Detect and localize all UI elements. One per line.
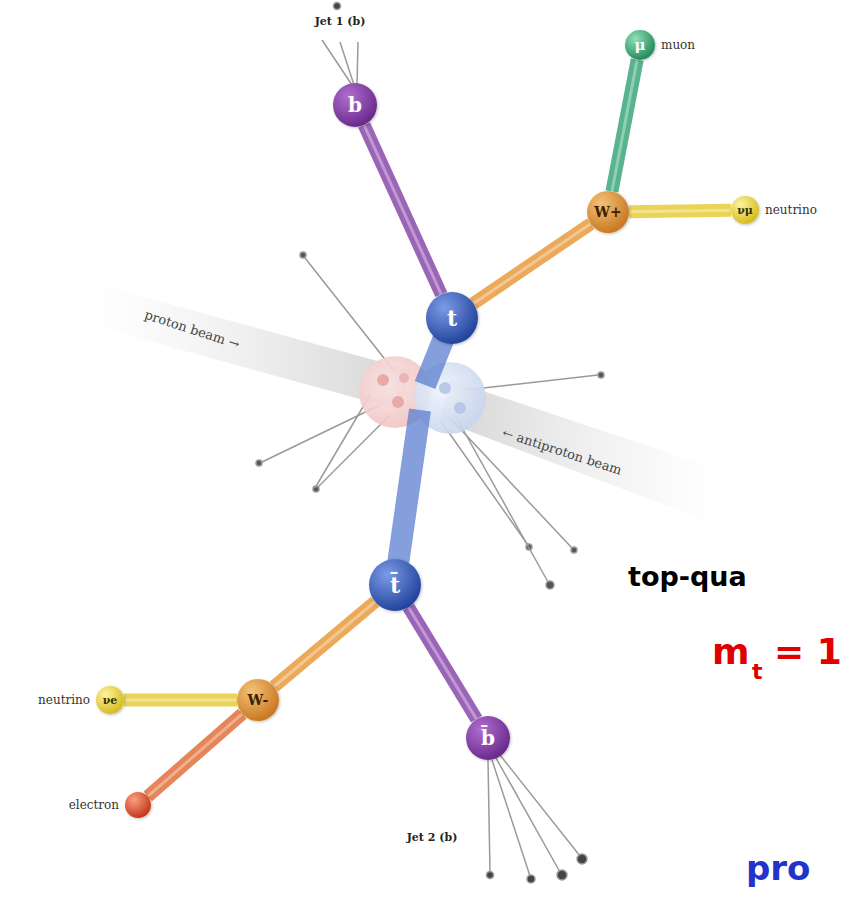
w-minus-boson: W- (237, 679, 279, 721)
particle-name: muon (661, 38, 695, 52)
particle-symbol: μ (635, 38, 646, 53)
particle-name: electron (69, 798, 119, 812)
particle-symbol: νμ (737, 205, 753, 216)
beam-label: proton beam → (143, 308, 242, 352)
formula-text: = 1 (774, 632, 842, 672)
decay-tube (629, 210, 731, 211)
decay-tube (612, 60, 637, 192)
muon-neutrino: νμneutrino (731, 196, 759, 224)
antitop-quark: t̄ (369, 559, 421, 611)
particle-name: neutrino (38, 693, 90, 707)
electron: electron (125, 792, 151, 818)
jet-1-tracks (322, 3, 358, 86)
decay-tube (474, 224, 591, 304)
particle-name: neutrino (765, 203, 817, 217)
electron-neutrino: νeneutrino (96, 686, 124, 714)
w-plus-boson: W+ (587, 191, 629, 233)
decay-tube (364, 125, 441, 294)
particle-symbol: W- (248, 693, 269, 707)
particle-symbol: t̄ (390, 574, 400, 596)
jet-label: Jet 2 (b) (407, 832, 458, 844)
particle-symbol: t (447, 307, 457, 329)
caption-text: pro (746, 850, 810, 887)
antibottom-quark: b̄ (466, 716, 510, 760)
particle-symbol: b̄ (481, 728, 495, 748)
decay-tube (124, 700, 237, 701)
decay-tube (409, 607, 477, 719)
formula-text: m (712, 632, 750, 672)
muon: μmuon (625, 30, 655, 60)
decay-tube (274, 602, 375, 687)
beam-label: ← antiproton beam (501, 426, 624, 478)
particle-symbol: νe (103, 695, 118, 706)
particle-symbol: W+ (594, 205, 621, 219)
particle-symbol: b (348, 95, 362, 115)
decay-tube (148, 714, 242, 797)
top-quark: t (426, 292, 478, 344)
bottom-quark: b (333, 83, 377, 127)
jet-label: Jet 1 (b) (315, 16, 366, 28)
spray-tracks (256, 252, 604, 589)
jet-2-tracks (487, 755, 588, 883)
caption-text: top-qua (628, 562, 747, 592)
formula-subscript: t (752, 660, 763, 684)
